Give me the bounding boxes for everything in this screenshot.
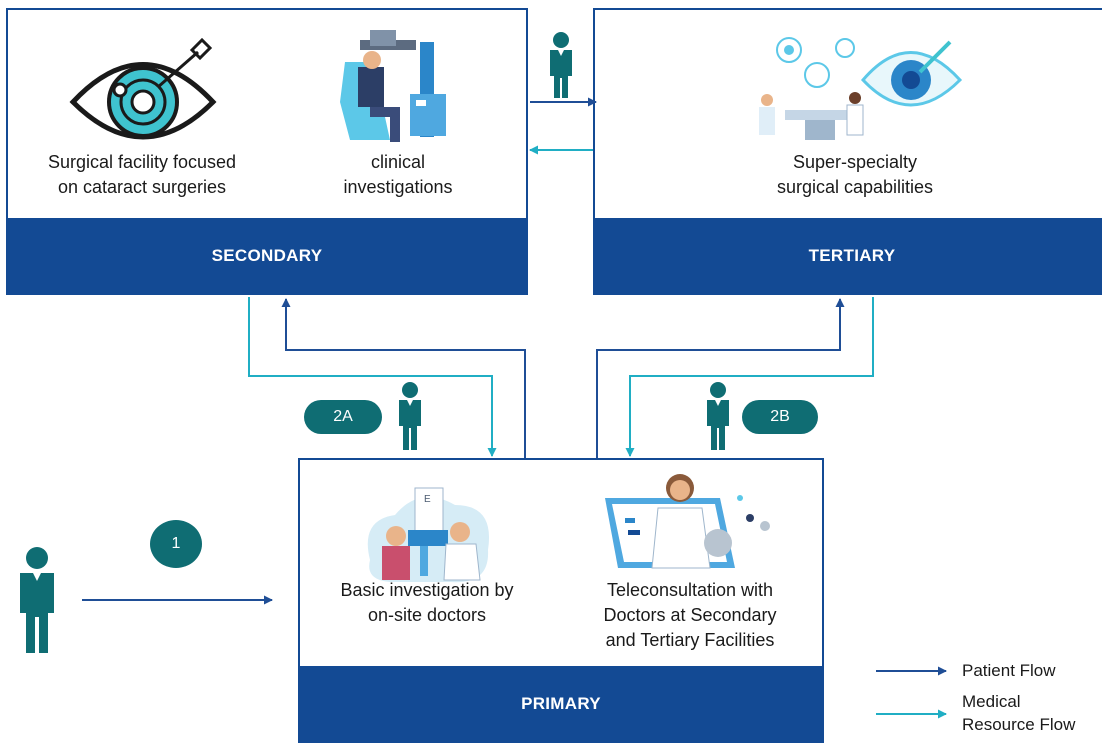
secondary-label: SECONDARY (8, 218, 526, 293)
operating-room-icon (745, 30, 975, 155)
person-icon-2b (703, 380, 733, 457)
primary-label: PRIMARY (300, 666, 822, 741)
secondary-caption-left: Surgical facility focused on cataract su… (47, 152, 237, 197)
telehealth-icon (600, 468, 790, 583)
primary-caption-left: Basic investigation by on-site doctors (340, 580, 514, 625)
eye-exam-icon: E (360, 480, 500, 595)
patient-flow-pri-to-sec (281, 298, 526, 458)
step-badge-1: 1 (150, 520, 202, 568)
step-badge-2b: 2B (742, 400, 818, 434)
svg-text:E: E (424, 494, 431, 505)
tertiary-box: Super-specialty surgical capabilities TE… (593, 8, 1102, 295)
clinic-chair-icon (330, 22, 460, 152)
person-icon-entry (16, 545, 58, 660)
patient-flow-pri-to-ter (596, 298, 845, 458)
step-badge-2a: 2A (304, 400, 382, 434)
resource-flow-ter-to-pri (625, 297, 874, 457)
secondary-caption-right: clinical investigations (343, 152, 453, 197)
eye-surgery-icon (68, 32, 228, 147)
legend-resource-flow: Medical Resource Flow (962, 692, 1076, 734)
primary-caption-right: Teleconsultation with Doctors at Seconda… (603, 580, 777, 650)
primary-box: E Basic investigation by on-site doctors (298, 458, 824, 743)
person-icon-top (546, 30, 576, 105)
person-icon-2a (395, 380, 425, 457)
secondary-box: Surgical facility focused on cataract su… (6, 8, 528, 295)
tertiary-caption: Super-specialty surgical capabilities (776, 152, 934, 197)
tertiary-label: TERTIARY (595, 218, 1102, 293)
resource-flow-sec-to-pri (248, 297, 497, 457)
legend-patient-flow: Patient Flow (962, 661, 1056, 680)
